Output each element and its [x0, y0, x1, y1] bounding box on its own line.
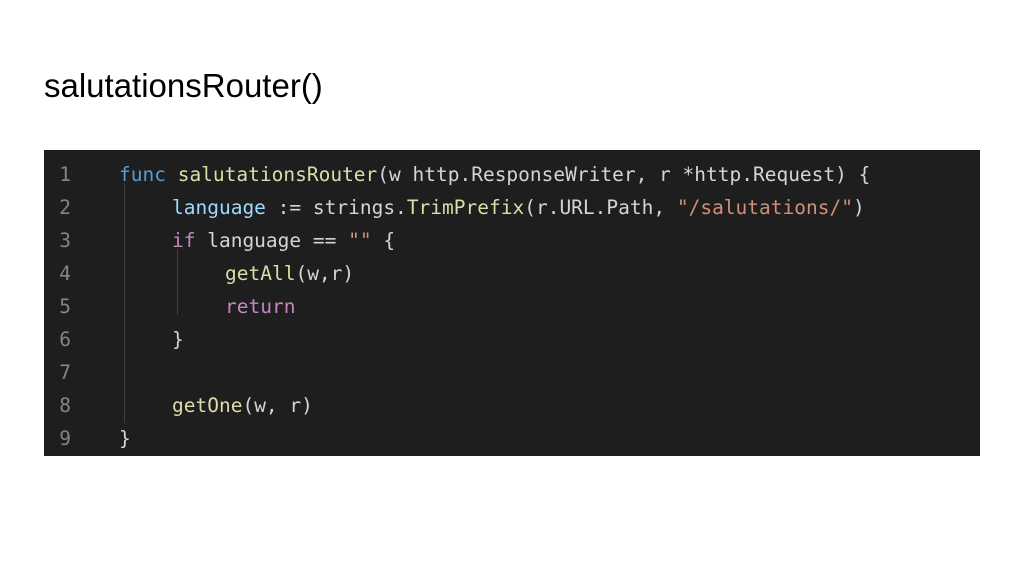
code-token-funckw: func — [119, 163, 178, 186]
line-number: 3 — [59, 229, 71, 252]
line-code: getAll(w,r) — [225, 257, 354, 290]
line-number: 8 — [59, 394, 71, 417]
code-token-func: getOne — [172, 394, 243, 417]
line-code: getOne(w, r) — [172, 389, 313, 422]
code-panel: 1 func salutationsRouter(w http.ResponseW… — [44, 150, 980, 456]
indent-guide-inner — [177, 249, 178, 315]
code-token-text: } — [119, 427, 131, 450]
code-token-func: TrimPrefix — [406, 196, 525, 219]
code-token-text: { — [371, 229, 396, 252]
line-number: 4 — [59, 262, 71, 285]
indent-guide-outer — [124, 183, 125, 423]
code-line: 1 func salutationsRouter(w http.ResponseW… — [44, 158, 980, 191]
line-code: } — [172, 323, 184, 356]
code-token-func: getAll — [225, 262, 296, 285]
code-token-text: (r.URL.Path, — [524, 196, 677, 219]
code-token-keyword: if — [172, 229, 196, 252]
code-token-text: ) — [852, 196, 865, 219]
line-number: 5 — [59, 295, 71, 318]
code-token-string: "/salutations/" — [676, 196, 853, 219]
slide-title: salutationsRouter() — [44, 67, 323, 104]
line-number: 2 — [59, 196, 71, 219]
code-line: 9} — [44, 422, 980, 455]
line-number: 6 — [59, 328, 71, 351]
code-line: 7 — [44, 356, 980, 389]
code-token-func: salutationsRouter — [177, 163, 378, 186]
code-token-text: language == — [195, 229, 349, 252]
line-code: if language == "" { — [172, 224, 395, 257]
code-token-text: := strings. — [265, 196, 407, 219]
line-number: 1 — [59, 163, 71, 186]
code-line: 8 getOne(w, r) — [44, 389, 980, 422]
code-token-text: (w http.ResponseWriter, r *http.Request)… — [377, 163, 871, 186]
code-token-keyword: return — [225, 295, 296, 318]
line-code: language := strings.TrimPrefix(r.URL.Pat… — [172, 191, 865, 224]
code-line: 6} — [44, 323, 980, 356]
line-code: func salutationsRouter(w http.ResponseWr… — [119, 158, 870, 191]
line-code: } — [119, 422, 131, 455]
line-code: return — [225, 290, 295, 323]
code-token-text: (w, r) — [242, 394, 313, 417]
code-line: 5 return — [44, 290, 980, 323]
code-token-var: language — [172, 196, 266, 219]
code-line: 2 language := strings.TrimPrefix(r.URL.Pa… — [44, 191, 980, 224]
line-number: 7 — [59, 361, 71, 384]
code-token-text: (w,r) — [295, 262, 355, 285]
code-line: 4 getAll(w,r) — [44, 257, 980, 290]
code-line: 3 if language == "" { — [44, 224, 980, 257]
code-token-string: "" — [348, 229, 372, 252]
line-number: 9 — [59, 427, 71, 450]
code-token-text: } — [172, 328, 184, 351]
